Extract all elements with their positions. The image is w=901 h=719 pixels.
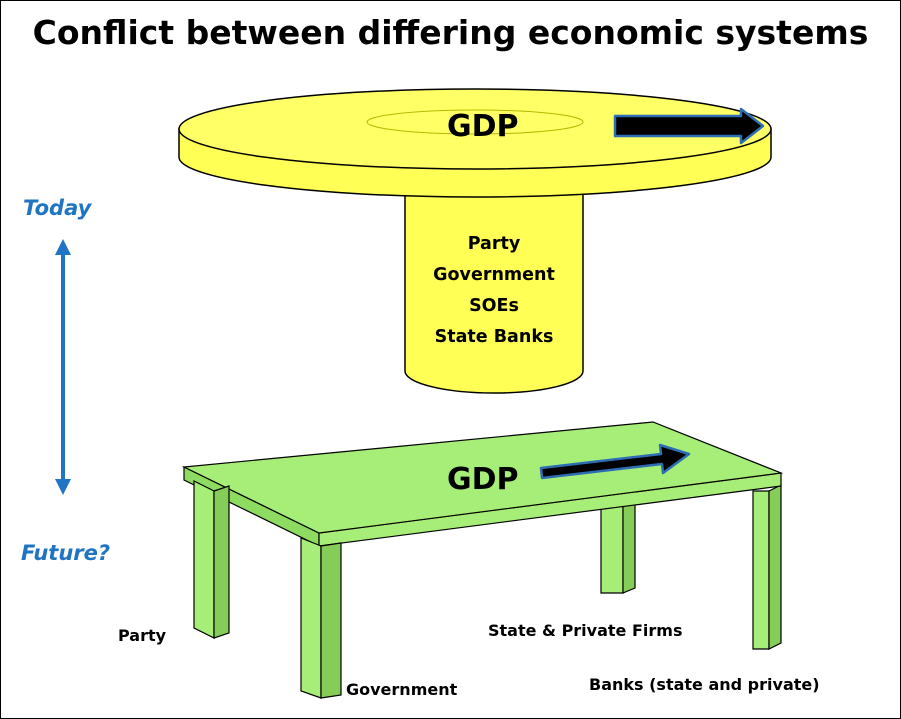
timeline-bottom-label: Future?	[21, 541, 111, 565]
pillar-item-party: Party	[467, 234, 521, 254]
gdp-platform	[178, 88, 772, 198]
platform-gdp-arrow	[613, 107, 765, 145]
table-leg-far-right	[752, 484, 782, 650]
timeline-top-label: Today	[23, 196, 92, 220]
timeline-double-arrow	[55, 239, 71, 495]
pillar-item-government: Government	[433, 265, 555, 285]
table-leg-front-left	[193, 480, 230, 639]
pillar-list: Party Government SOEs State Banks	[405, 229, 583, 353]
tabletop-gdp-label: GDP	[447, 462, 519, 497]
leg-label-banks: Banks (state and private)	[589, 675, 820, 694]
platform-gdp-label: GDP	[447, 109, 519, 144]
leg-label-party: Party	[118, 626, 167, 645]
leg-label-government: Government	[346, 680, 458, 699]
pillar-item-state-banks: State Banks	[434, 327, 554, 347]
pillar-item-soes: SOEs	[469, 296, 519, 316]
slide-title: Conflict between differing economic syst…	[32, 13, 869, 52]
gdp-tabletop	[181, 421, 784, 547]
tabletop-gdp-arrow	[539, 443, 691, 480]
central-pillar	[404, 185, 584, 394]
table-leg-front-right	[300, 537, 342, 699]
leg-label-firms: State & Private Firms	[488, 621, 683, 640]
